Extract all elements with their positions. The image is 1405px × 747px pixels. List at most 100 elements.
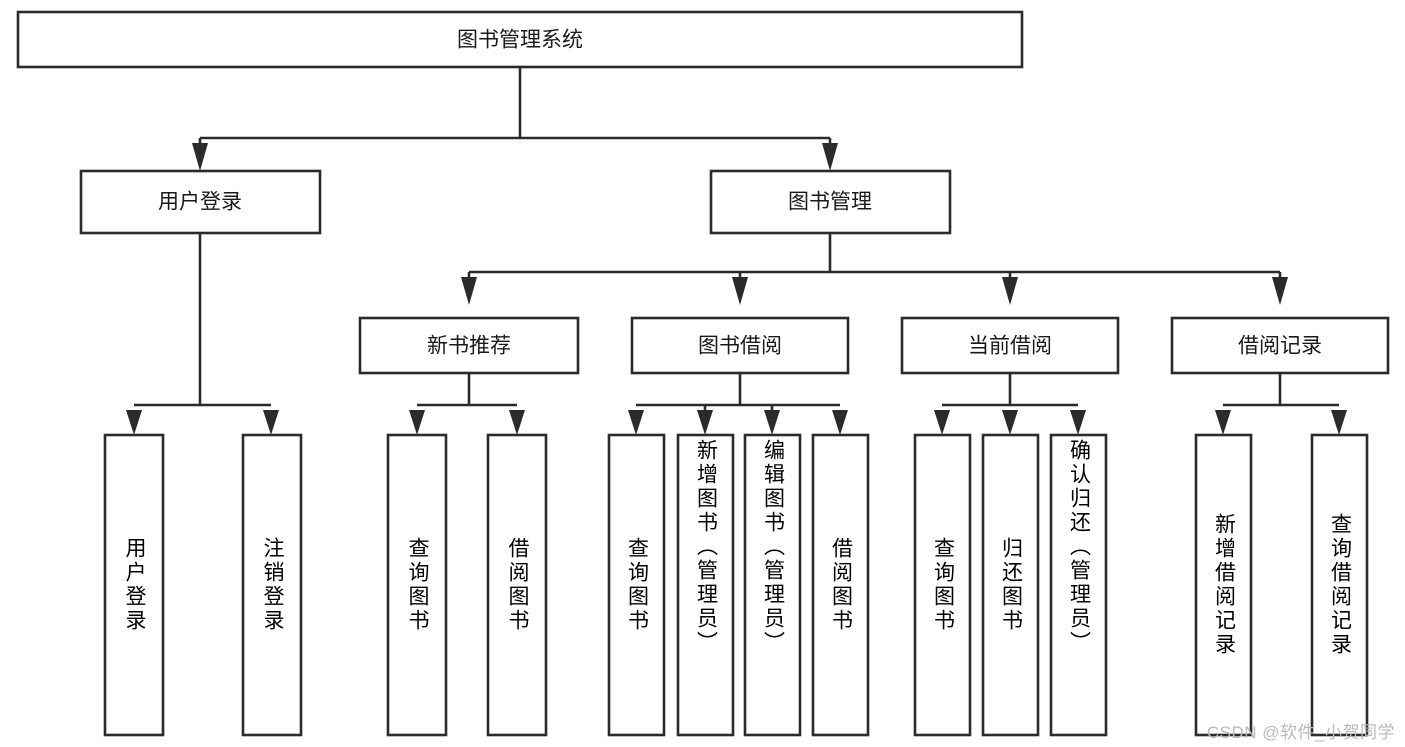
leaf-return-book-textwrap: 归还图书 [999,537,1023,633]
leaf-query-book-nbr-label: 查询图书 [406,537,429,633]
leaf-query-book-nbr-box[interactable] [386,433,448,737]
node-user-login[interactable]: 用户登录 [79,169,322,235]
arrowhead-leaf-borrow-book-1 [509,410,525,435]
leaf-borrow-book-nbr-box[interactable] [486,433,548,737]
node-book-management-label: 图书管理 [788,191,872,214]
node-current-borrow-label: 当前借阅 [968,335,1052,358]
leaf-query-book-cb-box[interactable] [913,433,972,737]
connector-group-book-borrow [628,373,848,435]
node-current-borrow[interactable]: 当前借阅 [900,316,1120,375]
node-root-system[interactable]: 图书管理系统 [16,10,1024,69]
leaf-query-book-bb[interactable]: 查询图书 [607,433,666,737]
leaf-query-book-bb-box[interactable] [607,433,666,737]
node-book-borrow-label: 图书借阅 [698,335,782,358]
arrowhead-leaf-return-book [1002,410,1018,435]
leaf-borrow-book-nbr-label: 借阅图书 [506,537,529,633]
leaf-add-borrow-record-textwrap: 新增借阅记录 [1212,513,1236,657]
leaf-add-book-textwrap: 新增图书（管理员） [694,439,718,655]
leaf-add-book[interactable]: 新增图书（管理员） [676,433,735,737]
leaf-user-login-label: 用户登录 [123,537,146,633]
csdn-watermark: CSDN @软件_小贺同学 [1206,723,1395,742]
leaf-query-borrow-record[interactable]: 查询借阅记录 [1310,433,1369,737]
node-current-borrow-box[interactable] [900,316,1120,375]
arrowhead-leaf-query-book-3 [934,410,950,435]
arrowhead-leaf-query-book-2 [628,410,644,435]
leaf-query-book-cb-textwrap: 查询图书 [931,537,955,633]
connector-group-new-book-recommend [409,373,525,435]
leaf-confirm-return-textwrap: 确认归还（管理员） [1067,439,1091,655]
leaf-query-book-bb-label: 查询图书 [625,537,649,633]
leaf-logout-label: 注销登录 [261,537,284,633]
leaf-query-book-bb-textwrap: 查询图书 [625,537,649,633]
leaf-borrow-book-bb-box[interactable] [811,433,870,737]
leaf-user-login[interactable]: 用户登录 [103,433,165,737]
node-book-borrow[interactable]: 图书借阅 [630,316,850,375]
node-new-book-recommend[interactable]: 新书推荐 [358,316,580,375]
leaf-return-book-box[interactable] [981,433,1040,737]
leaf-add-book-box[interactable] [676,433,735,737]
leaf-query-book-nbr-textwrap: 查询图书 [406,537,429,633]
connector-group-borrow-record [1215,373,1347,435]
leaf-confirm-return-label: 确认归还（管理员） [1067,439,1091,655]
arrowhead-to-book-borrow [732,277,748,305]
leaf-logout-box[interactable] [241,433,303,737]
leaf-query-borrow-record-box[interactable] [1310,433,1369,737]
arrowhead-to-book-management [822,143,838,171]
leaf-query-book-cb-label: 查询图书 [931,537,955,633]
leaf-user-login-textwrap: 用户登录 [123,537,146,633]
arrowhead-leaf-add-book [697,410,713,435]
leaf-return-book-label: 归还图书 [999,537,1023,633]
leaf-return-book[interactable]: 归还图书 [981,433,1040,737]
node-new-book-recommend-label: 新书推荐 [427,335,511,358]
arrowhead-leaf-query-record [1331,410,1347,435]
connector-group-user-login [126,233,279,435]
node-user-login-box[interactable] [79,169,322,235]
connector-group-book-management [461,233,1288,305]
leaf-confirm-return-box[interactable] [1049,433,1108,737]
leaf-confirm-return[interactable]: 确认归还（管理员） [1049,433,1108,737]
node-new-book-recommend-box[interactable] [358,316,580,375]
leaf-logout[interactable]: 注销登录 [241,433,303,737]
arrowhead-leaf-add-record [1215,410,1231,435]
leaf-add-borrow-record-box[interactable] [1194,433,1253,737]
node-root-box[interactable] [16,10,1024,69]
leaf-logout-textwrap: 注销登录 [261,537,284,633]
node-book-management[interactable]: 图书管理 [709,169,952,235]
arrowhead-leaf-query-book-1 [409,410,425,435]
leaf-query-borrow-record-label: 查询借阅记录 [1328,513,1352,657]
leaf-borrow-book-nbr[interactable]: 借阅图书 [486,433,548,737]
leaf-add-book-label: 新增图书（管理员） [694,439,718,655]
node-borrow-record[interactable]: 借阅记录 [1170,316,1390,375]
leaf-borrow-book-bb-textwrap: 借阅图书 [829,537,853,633]
leaf-query-book-cb[interactable]: 查询图书 [913,433,972,737]
leaf-edit-book-textwrap: 编辑图书（管理员） [761,439,785,655]
arrowhead-leaf-borrow-book-2 [832,410,848,435]
arrowhead-to-user-login [192,143,208,171]
leaf-query-book-nbr[interactable]: 查询图书 [386,433,448,737]
node-borrow-record-label: 借阅记录 [1238,335,1322,358]
arrowhead-to-borrow-record [1272,277,1288,305]
leaf-add-borrow-record[interactable]: 新增借阅记录 [1194,433,1253,737]
leaf-edit-book-box[interactable] [743,433,802,737]
arrowhead-to-current-borrow [1002,277,1018,305]
node-book-borrow-box[interactable] [630,316,850,375]
arrowhead-leaf-logout [263,410,279,435]
node-user-login-label: 用户登录 [158,191,242,214]
leaf-borrow-book-bb-label: 借阅图书 [829,537,853,633]
leaf-query-borrow-record-textwrap: 查询借阅记录 [1328,513,1352,657]
leaf-edit-book-label: 编辑图书（管理员） [761,439,785,655]
node-root-label: 图书管理系统 [457,29,583,52]
leaf-user-login-box[interactable] [103,433,165,737]
node-book-management-box[interactable] [709,169,952,235]
leaf-edit-book[interactable]: 编辑图书（管理员） [743,433,802,737]
connector-group-root [192,67,838,171]
leaf-borrow-book-nbr-textwrap: 借阅图书 [506,537,529,633]
arrowhead-leaf-user-login [126,410,142,435]
connector-group-current-borrow [934,373,1086,435]
node-borrow-record-box[interactable] [1170,316,1390,375]
arrowhead-to-new-book-recommend [461,277,477,305]
leaf-borrow-book-bb[interactable]: 借阅图书 [811,433,870,737]
leaf-add-borrow-record-label: 新增借阅记录 [1212,513,1236,657]
